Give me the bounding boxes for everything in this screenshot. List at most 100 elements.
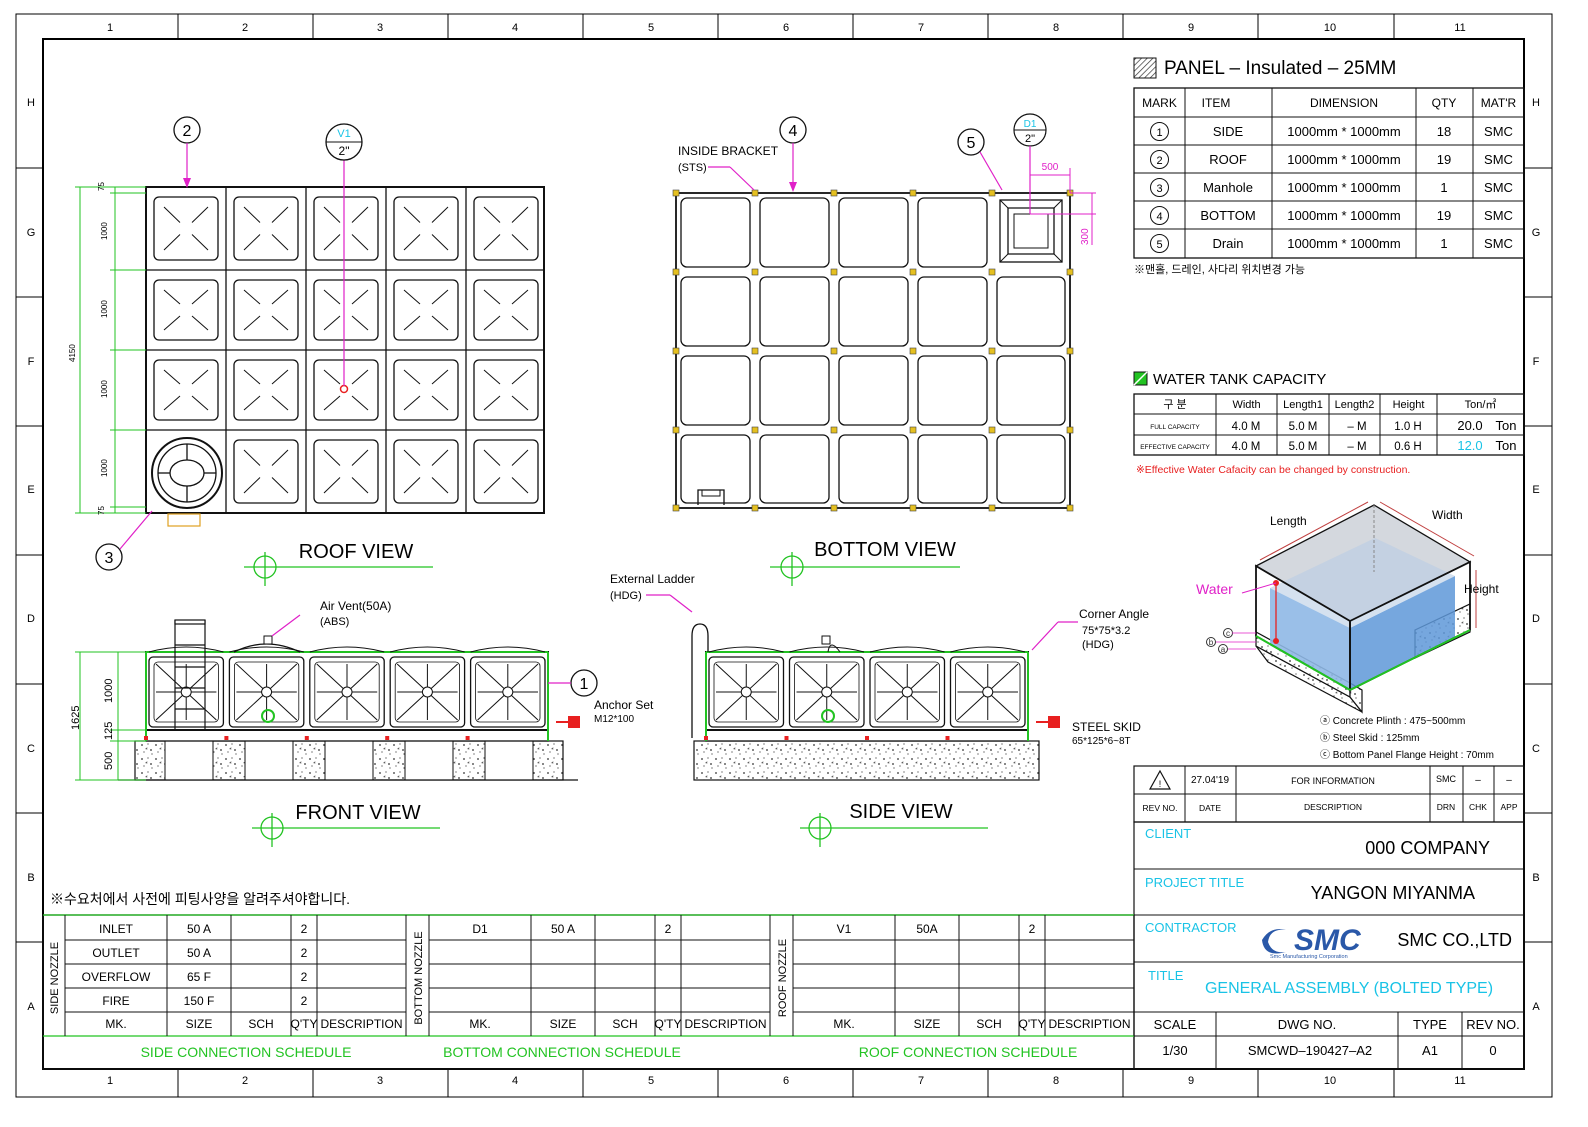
border-col-top: 9 xyxy=(1188,22,1194,34)
panel-cell-mark: 5 xyxy=(1156,239,1162,251)
schedule-cell: 2 xyxy=(301,994,308,1008)
panel-header: DIMENSION xyxy=(1310,96,1378,110)
project-value: YANGON MIYANMA xyxy=(1311,883,1475,903)
callout-3: 3 xyxy=(105,550,114,567)
bracket xyxy=(988,268,996,276)
bracket xyxy=(909,504,917,512)
side-panel xyxy=(144,646,225,740)
roof-panel xyxy=(473,279,539,341)
schedule-cell: OUTLET xyxy=(92,946,140,960)
schedule-cell: INLET xyxy=(99,922,134,936)
dim-500: 500 xyxy=(1042,162,1059,173)
border-row-right: A xyxy=(1532,1001,1540,1013)
capacity-header: Width xyxy=(1232,399,1260,411)
bracket xyxy=(830,426,838,434)
roof-panels xyxy=(146,187,544,513)
panel-cell-dimension: 1000mm * 1000mm xyxy=(1287,152,1400,167)
panel-cell-qty: 1 xyxy=(1440,180,1447,195)
capacity-length1: 5.0 M xyxy=(1289,441,1318,453)
inside-bracket-label: INSIDE BRACKET xyxy=(678,144,779,158)
panel-header: QTY xyxy=(1432,96,1457,110)
schedule-cell: D1 xyxy=(472,922,488,936)
capacity-width: 4.0 M xyxy=(1232,441,1261,453)
side-plinth xyxy=(693,740,1040,781)
border-col-top: 3 xyxy=(377,22,383,34)
iso-water: Water xyxy=(1196,581,1233,597)
bracket xyxy=(909,426,917,434)
schedule-cell: 2 xyxy=(301,970,308,984)
rev-date: 27.04'19 xyxy=(1191,775,1229,786)
corner-angle-size: 75*75*3.2 xyxy=(1082,625,1130,637)
external-ladder xyxy=(691,623,709,738)
capacity-header: Ton/㎥ xyxy=(1465,398,1497,411)
border-col-bottom: 10 xyxy=(1324,1075,1336,1087)
schedule-header: MK. xyxy=(833,1017,854,1031)
border-col-bottom: 9 xyxy=(1188,1075,1194,1087)
capacity-note: ※Effective Water Cafacity can be changed… xyxy=(1136,464,1410,476)
roof-panel xyxy=(313,279,379,341)
dim-300: 300 xyxy=(1080,228,1091,245)
border-row-left: D xyxy=(27,613,35,625)
schedule-header: SCH xyxy=(612,1017,637,1031)
border-col-top: 6 xyxy=(783,22,789,34)
side-body xyxy=(705,651,1029,731)
rev-h-chk: CHK xyxy=(1469,802,1487,812)
panel-cell-qty: 19 xyxy=(1437,152,1451,167)
panel-title: PANEL – Insulated – 25MM xyxy=(1164,58,1396,79)
panel-header: MARK xyxy=(1142,96,1177,110)
roof-panel xyxy=(153,196,219,261)
smc-logo: SMC Smc Manufacturing Corporation xyxy=(1262,924,1362,960)
border-col-top: 7 xyxy=(918,22,924,34)
dim-1000-c: 1000 xyxy=(100,380,109,398)
border-col-top: 8 xyxy=(1053,22,1059,34)
border-row-left: C xyxy=(27,743,35,755)
bottom-panel xyxy=(680,276,751,347)
iso-height: Height xyxy=(1464,582,1499,596)
bottom-view: 4 5 INSIDE BRACKET (STS) D1 2" 500 300 B… xyxy=(672,113,1096,586)
panel-cell-mat: SMC xyxy=(1484,208,1513,223)
panel-cell-mat: SMC xyxy=(1484,236,1513,251)
capacity-header: 구 분 xyxy=(1163,399,1186,411)
external-ladder-label: External Ladder xyxy=(610,572,695,586)
border-col-bottom: 3 xyxy=(377,1075,383,1087)
panel-cell-mat: SMC xyxy=(1484,152,1513,167)
bracket xyxy=(1066,504,1074,512)
schedule-cell: 2 xyxy=(301,922,308,936)
dim-1000-b: 1000 xyxy=(100,300,109,318)
steel-skid-label: STEEL SKID xyxy=(1072,720,1141,734)
panel-cell-qty: 18 xyxy=(1437,124,1451,139)
panel-cell-qty: 1 xyxy=(1440,236,1447,251)
rev-by: SMC xyxy=(1436,774,1457,784)
bottom-panel xyxy=(917,197,988,268)
schedule-cell: V1 xyxy=(837,922,852,936)
border-col-bottom: 4 xyxy=(512,1075,518,1087)
capacity-width: 4.0 M xyxy=(1232,421,1261,433)
dim-1000-d: 1000 xyxy=(100,459,109,477)
schedule-cell: 2 xyxy=(1029,922,1036,936)
roof-panel xyxy=(393,196,459,261)
roof-panel xyxy=(233,279,299,341)
schedule-caption: ROOF CONNECTION SCHEDULE xyxy=(859,1044,1078,1060)
rev-h-rev: REV NO. xyxy=(1143,803,1178,813)
callout-1: 1 xyxy=(580,676,589,693)
border-row-right: G xyxy=(1532,227,1541,239)
schedule-cell: 50A xyxy=(916,922,937,936)
capacity-unit: Ton xyxy=(1496,438,1517,453)
dwg-label: DWG NO. xyxy=(1278,1017,1337,1032)
front-dim-1000: 1000 xyxy=(103,679,115,703)
corner-angle-mat: (HDG) xyxy=(1082,639,1114,651)
dwg-value: SMCWD–190427–A2 xyxy=(1248,1043,1372,1058)
bracket xyxy=(672,268,680,276)
panel-header: MAT'R xyxy=(1481,96,1517,110)
schedule-header: MK. xyxy=(469,1017,490,1031)
title-block: CLIENT 000 COMPANY PROJECT TITLE YANGON … xyxy=(1133,821,1525,1070)
iso-tank-diagram: Length Width Height Water c b a ⓐ Concre… xyxy=(1196,501,1499,761)
schedule-note: ※수요처에서 사전에 피팅사양을 알려주셔야합니다. xyxy=(50,891,350,907)
title-label: TITLE xyxy=(1148,968,1184,983)
schedule-cell: 50 A xyxy=(187,946,211,960)
border-row-right: D xyxy=(1532,613,1540,625)
